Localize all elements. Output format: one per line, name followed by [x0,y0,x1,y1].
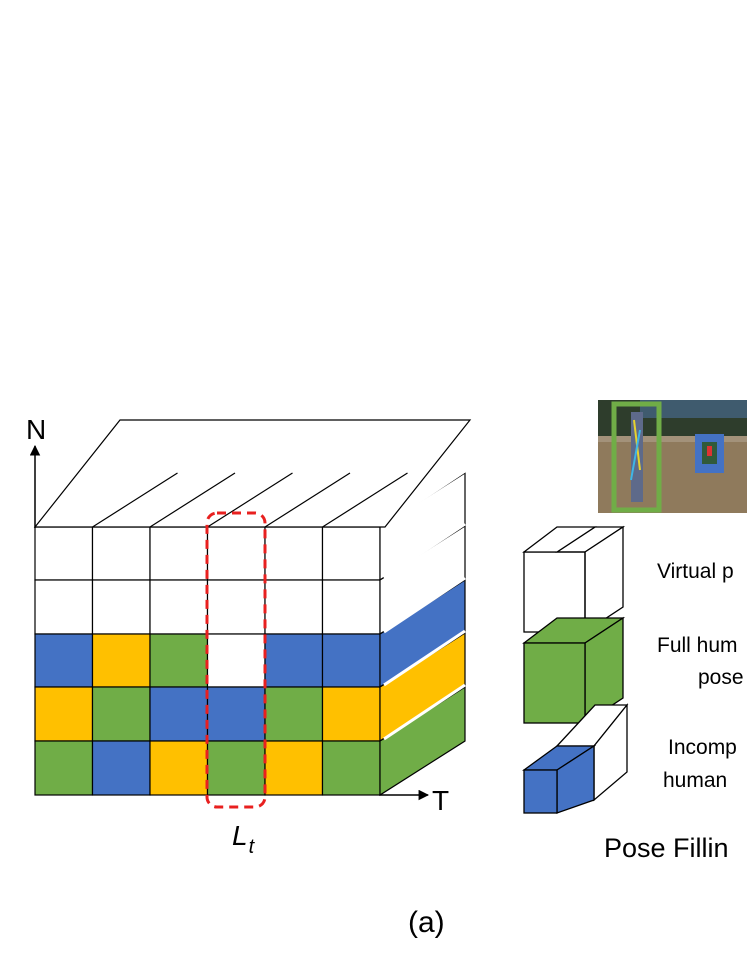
grid-cell [91,579,151,635]
top-face [33,419,472,528]
grid-cell [206,579,266,635]
grid-cell [34,633,94,688]
grid-cell [206,740,266,796]
slab-gap [383,522,466,580]
highlight-label: Lt [232,820,256,858]
slab-gap [383,469,466,527]
legend-title: Pose Fillin [604,833,729,863]
grid-cell [149,686,209,742]
grid-cell [321,579,381,635]
side-face-stack [379,469,466,797]
slab-gap [383,629,466,687]
slab-gap [383,683,466,741]
front-face-grid [34,526,381,796]
top-face-line [322,472,408,528]
highlight-column-box [205,511,267,809]
grid-cell [149,633,209,688]
grid-cell [264,740,324,796]
highlight-label-main: L [232,820,248,851]
grid-cell [91,633,151,688]
legend-full-label-1: Full hum [657,634,738,657]
grid-cell [34,526,94,581]
top-face-line [207,472,293,528]
scene-photo [598,400,747,513]
grid-cell [91,686,151,742]
grid-cell [321,686,381,742]
grid-cell [34,686,94,742]
grid-cell [206,686,266,742]
grid-cell [264,686,324,742]
slab-gap [383,576,466,634]
n-axis-label: N [26,414,46,445]
legend-full-label-2: pose [698,666,744,689]
tensor-cube [33,419,472,797]
top-face-line [92,472,178,528]
highlight-label-sub: t [249,836,256,858]
grid-cell [206,633,266,688]
grid-cell [34,740,94,796]
grid-cell [91,740,151,796]
figure-caption: (a) [408,906,445,939]
grid-cell [34,579,94,635]
grid-cell [206,526,266,581]
full-pose-bbox [611,401,662,513]
grid-cell [264,633,324,688]
grid-cell [321,526,381,581]
legend-full-pose-bar [522,616,626,725]
grid-cell [149,526,209,581]
grid-cell [264,526,324,581]
top-face-lines [92,472,408,528]
legend-incomplete-pose-bar [522,703,629,814]
legend-incomplete-label-2: human [663,769,727,792]
legend-incomplete-label-1: Incomp [668,736,737,759]
grid-cell [321,633,381,688]
grid-cell [149,579,209,635]
top-face-line [264,472,351,528]
top-face-line [149,472,236,528]
grid-cell [91,526,151,581]
legend-virtual-label: Virtual p [657,560,734,583]
grid-cell [149,740,209,796]
grid-cell [321,740,381,796]
t-axis-label: T [432,785,449,816]
legend-virtual-pose-bar [522,525,626,634]
grid-cell [264,579,324,635]
